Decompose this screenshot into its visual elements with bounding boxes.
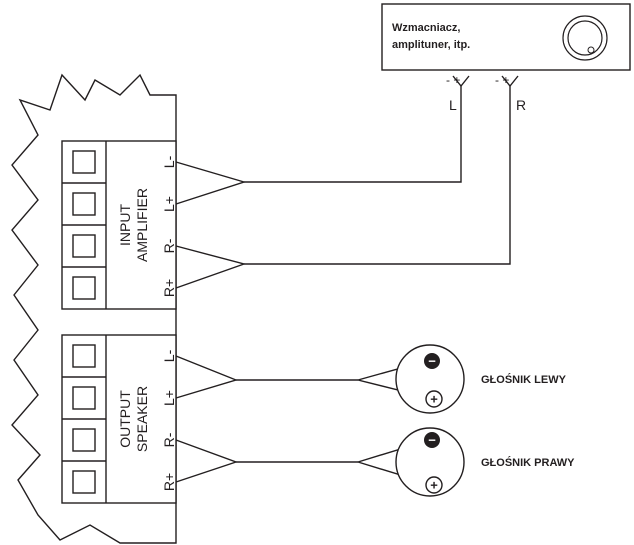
output-block-title: OUTPUT xyxy=(117,390,133,448)
speaker-positive-terminal[interactable] xyxy=(425,390,443,408)
positive-sign: + xyxy=(430,392,438,407)
terminal-label: L- xyxy=(161,349,177,362)
input-screw-terminal[interactable] xyxy=(72,150,96,174)
amplifier-label-line2: amplituner, itp. xyxy=(392,39,470,51)
output-wiring xyxy=(175,355,431,485)
polarity-label: - + xyxy=(495,73,509,87)
negative-sign: − xyxy=(428,354,436,369)
speaker-label: GŁOŚNIK LEWY xyxy=(481,373,567,386)
amplifier-unit: Wzmacniacz, amplituner, itp. xyxy=(381,3,631,71)
terminal-label: R+ xyxy=(161,279,177,297)
terminal-label: L- xyxy=(161,155,177,168)
amplifier-output-left: - + L xyxy=(446,73,470,113)
input-screw-terminal[interactable] xyxy=(72,234,96,258)
terminal-label: R+ xyxy=(161,473,177,491)
input-screw-terminal[interactable] xyxy=(72,192,96,216)
speaker-icon xyxy=(395,344,465,414)
input-terminal-block: INPUT AMPLIFIER L- L+ R- R+ xyxy=(61,140,177,310)
input-wiring xyxy=(175,100,511,289)
output-block-subtitle: SPEAKER xyxy=(134,386,150,452)
volume-knob-icon[interactable] xyxy=(562,15,608,61)
output-terminal-block: OUTPUT SPEAKER L- L+ R- R+ xyxy=(61,334,177,504)
channel-label: L xyxy=(449,97,457,113)
output-screw-terminal[interactable] xyxy=(72,470,96,494)
amplifier-label-line1: Wzmacniacz, xyxy=(392,22,460,34)
terminal-label: L+ xyxy=(161,196,177,212)
speaker-negative-terminal[interactable] xyxy=(424,432,440,448)
input-block-title: INPUT xyxy=(117,204,133,246)
speaker-left: − + GŁOŚNIK LEWY xyxy=(395,344,567,414)
terminal-label: L+ xyxy=(161,390,177,406)
input-screw-terminal[interactable] xyxy=(72,276,96,300)
speaker-label: GŁOŚNIK PRAWY xyxy=(481,456,575,469)
terminal-label: R- xyxy=(161,432,177,447)
negative-sign: − xyxy=(428,433,436,448)
amplifier-output-right: - + R xyxy=(495,73,526,113)
speaker-icon xyxy=(395,427,465,497)
output-screw-terminal[interactable] xyxy=(72,386,96,410)
output-screw-terminal[interactable] xyxy=(72,344,96,368)
terminal-label: R- xyxy=(161,238,177,253)
input-block-subtitle: AMPLIFIER xyxy=(134,188,150,262)
speaker-negative-terminal[interactable] xyxy=(424,353,440,369)
speaker-positive-terminal[interactable] xyxy=(425,476,443,494)
output-screw-terminal[interactable] xyxy=(72,428,96,452)
positive-sign: + xyxy=(430,478,438,493)
channel-label: R xyxy=(516,97,526,113)
polarity-label: - + xyxy=(446,73,460,87)
speaker-right: − + GŁOŚNIK PRAWY xyxy=(395,427,575,497)
